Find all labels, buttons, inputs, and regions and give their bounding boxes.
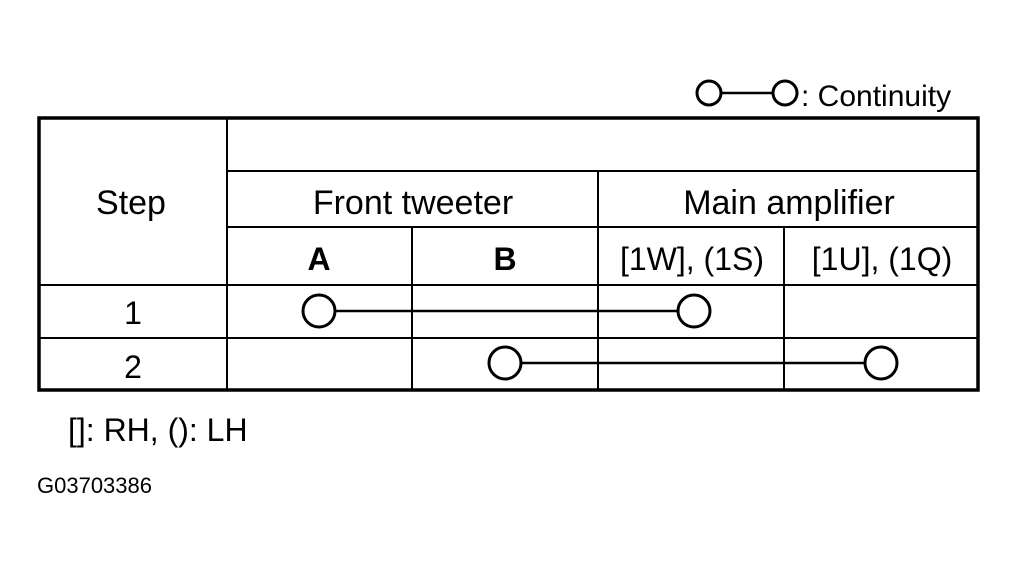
group-header-front-tweeter: Front tweeter (313, 184, 513, 222)
continuity-terminal-icon-step-2-start (487, 345, 523, 381)
row-step-1: 1 (124, 295, 142, 331)
step-header: Step (96, 184, 166, 222)
continuity-terminal-icon-step-2-end (863, 345, 899, 381)
legend-label: : Continuity (801, 80, 951, 113)
column-header-1w-1s: [1W], (1S) (620, 241, 764, 277)
continuity-marks (301, 293, 899, 381)
column-header-a: A (307, 241, 330, 277)
table-frame (37, 116, 980, 392)
continuity-terminal-icon-step-1-end (676, 293, 712, 329)
column-header-1u-1q: [1U], (1Q) (812, 241, 952, 277)
column-header-b: B (493, 241, 516, 277)
continuity-terminal-icon-step-1-start (301, 293, 337, 329)
group-header-main-amplifier: Main amplifier (683, 184, 895, 222)
legend-continuity-end-icon (771, 79, 799, 107)
legend: : Continuity (695, 79, 951, 113)
row-step-2: 2 (124, 349, 142, 385)
figure-code: G03703386 (37, 473, 152, 498)
footnote: []: RH, (): LH (68, 412, 248, 448)
table-grid (37, 116, 980, 392)
legend-continuity-start-icon (695, 79, 723, 107)
